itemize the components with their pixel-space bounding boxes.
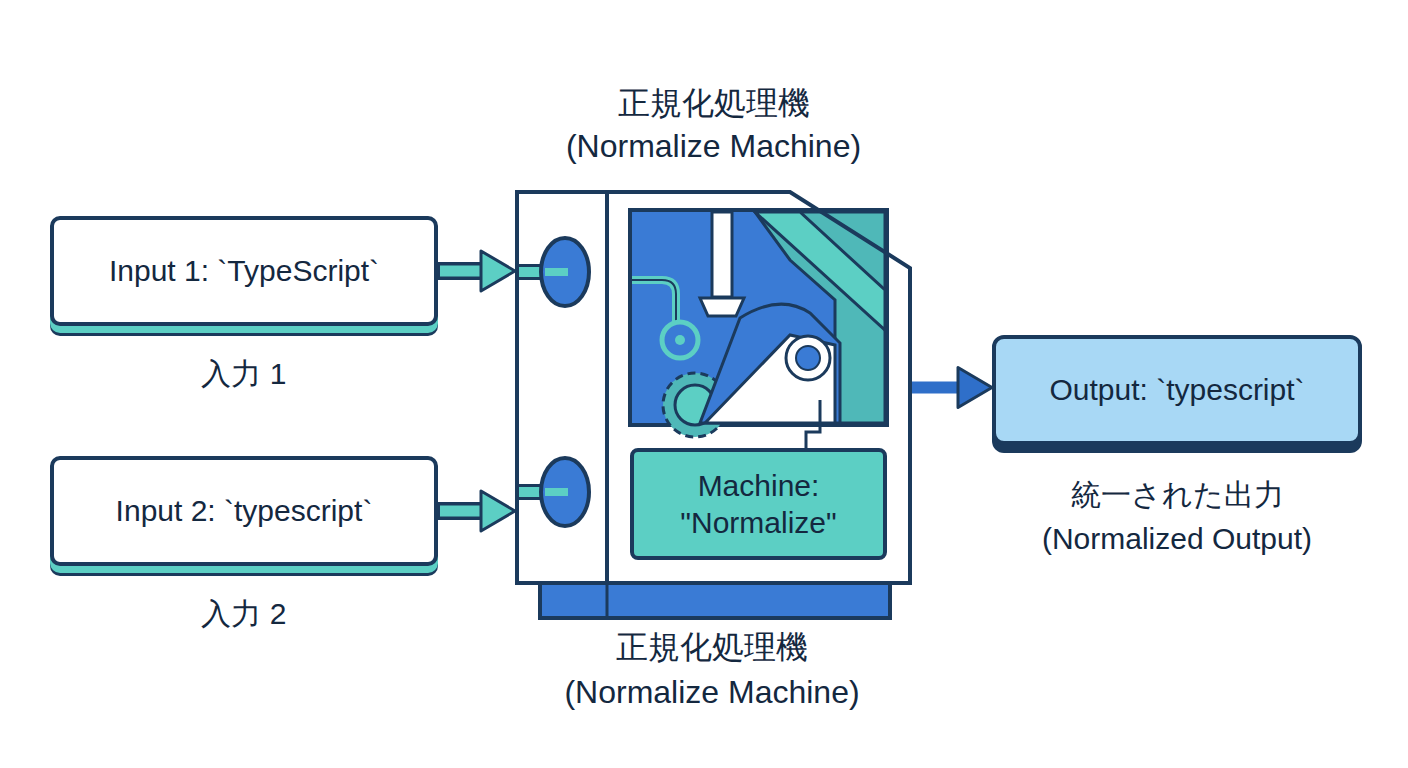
input-box: Input 2: `typescript`入力 2: [50, 456, 438, 566]
machine-housing-fill: [515, 190, 912, 585]
arrow-shaft: [912, 382, 962, 394]
flow-arrow: [438, 491, 515, 531]
input-box: Input 1: `TypeScript`入力 1: [50, 216, 438, 326]
machine-base: [540, 583, 890, 618]
housing-divider: [605, 192, 609, 583]
output-box: Output: `typescript`統一された出力(Normalized O…: [992, 335, 1362, 445]
machine-caption: 正規化処理機: [462, 628, 962, 666]
box-text: Input 2: `typescript`: [116, 492, 373, 530]
machine-label-panel: Machine: "Normalize": [630, 448, 887, 560]
base-divider: [606, 585, 609, 616]
arrow-head: [481, 251, 515, 291]
flow-arrow: [438, 251, 515, 291]
box-text: Input 1: `TypeScript`: [109, 252, 379, 290]
inlet-port: [541, 238, 589, 306]
machine-heading: 正規化処理機: [435, 84, 992, 122]
inlet-port: [541, 458, 589, 526]
arrow-shaft: [440, 266, 483, 277]
inlet-shaft-end: [545, 488, 568, 496]
box-text: Machine: "Normalize": [634, 467, 883, 542]
arrow-shaft: [440, 506, 483, 517]
caption-text: (Normalized Output): [916, 521, 1408, 557]
machine-heading: (Normalize Machine): [435, 127, 992, 165]
arrow-head: [481, 491, 515, 531]
flow-arrow: [912, 368, 992, 408]
arrow-shaft: [438, 262, 485, 280]
caption-text: 統一された出力: [916, 477, 1408, 513]
box-text: Output: `typescript`: [1049, 371, 1304, 409]
arrow-head: [958, 368, 992, 408]
machine-caption: (Normalize Machine): [462, 673, 962, 711]
normalize-machine: 正規化処理機(Normalize Machine)Machine: "Norma…: [515, 190, 912, 585]
inlet-shaft-end: [545, 268, 568, 276]
caption-text: 入力 1: [0, 356, 514, 392]
machinery-panel: [630, 210, 887, 448]
caption-text: 入力 2: [0, 596, 514, 632]
arrow-shaft: [438, 502, 485, 520]
